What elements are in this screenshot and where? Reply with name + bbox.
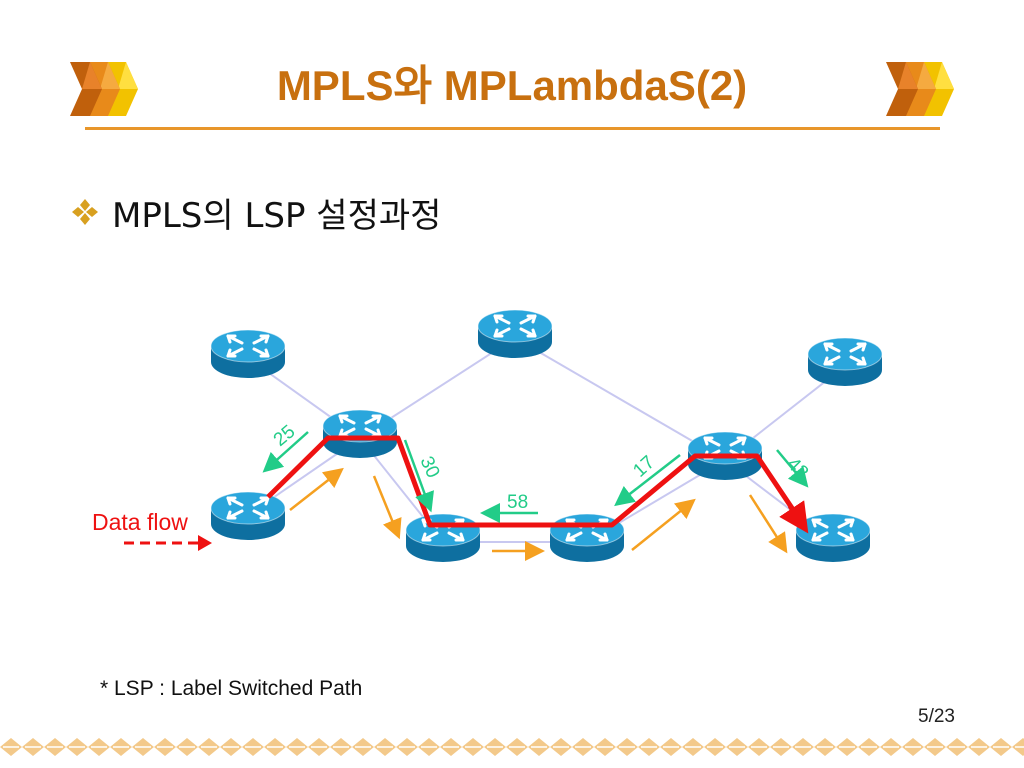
- slide-title: MPLS와 MPLambdaS(2): [276, 62, 748, 109]
- forward-arrow: [748, 494, 788, 554]
- cube-icon-left: [70, 62, 138, 116]
- bullet-text: MPLS의 LSP 설정과정: [112, 195, 442, 236]
- label-43: 43: [782, 454, 812, 484]
- bullet-item: MPLS의 LSP 설정과정: [70, 190, 442, 236]
- label-arrow: [614, 454, 681, 507]
- label-arrow: [403, 439, 434, 513]
- title-underline: [85, 127, 940, 130]
- link: [514, 337, 726, 461]
- lsp-path-arrowhead: [779, 500, 809, 534]
- label-58: 58: [507, 492, 528, 513]
- router-icon: [404, 512, 482, 564]
- forward-arrows: [289, 467, 788, 561]
- data-flow-arrowhead: [198, 535, 212, 551]
- forward-arrow: [289, 467, 344, 511]
- label-arrows: [262, 431, 809, 523]
- lsp-path: [266, 435, 803, 528]
- label-arrow: [776, 449, 809, 488]
- router-icon: [476, 308, 554, 360]
- router-icon: [794, 512, 872, 564]
- cube-icon-right: [886, 62, 954, 116]
- data-flow-label: Data flow: [92, 509, 188, 535]
- diamond-bullet-icon: [72, 199, 98, 225]
- footnote: * LSP : Label Switched Path: [100, 677, 363, 700]
- forward-arrow: [372, 475, 402, 540]
- router-icon: [806, 336, 884, 388]
- label-25: 25: [270, 421, 300, 451]
- bottom-border: [0, 738, 1024, 756]
- page-number: 5/23: [918, 706, 955, 727]
- forward-arrow: [631, 498, 696, 551]
- router-icon: [209, 328, 287, 380]
- label-arrow: [262, 431, 309, 473]
- router-icon: [321, 408, 399, 460]
- label-17: 17: [629, 452, 659, 482]
- router-icon: [209, 490, 287, 542]
